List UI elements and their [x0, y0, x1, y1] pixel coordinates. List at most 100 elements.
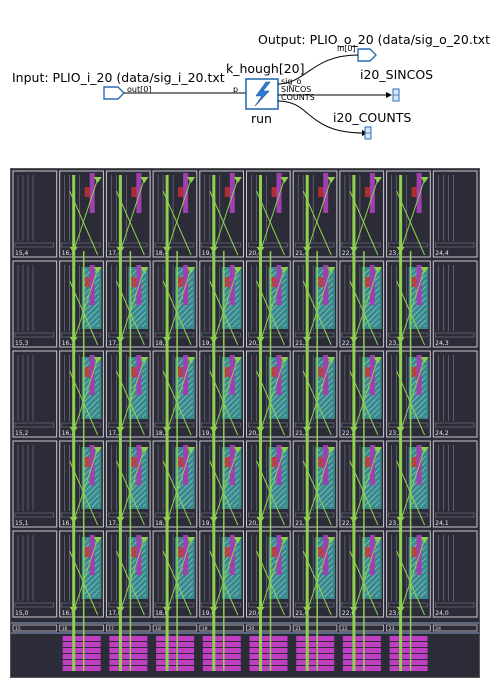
tile-strip	[202, 513, 241, 517]
buffer-block	[230, 173, 235, 213]
aie-array-canvas: 15,416,417,418,419,420,421,422,423,424,4…	[11, 169, 479, 677]
buffer-accent	[131, 187, 136, 197]
plio-block	[109, 642, 147, 647]
buffer-block	[90, 173, 95, 213]
tile-strip	[435, 513, 474, 517]
tile-strip	[342, 603, 381, 607]
tile-strip	[62, 243, 101, 247]
plio-block	[203, 636, 241, 641]
output-label: Output: PLIO_o_20 (data/sig_o_20.txt	[258, 32, 490, 47]
plio-block	[203, 660, 241, 665]
aie-tile[interactable]	[247, 171, 291, 257]
plio-block	[203, 654, 241, 659]
output-plio-port[interactable]	[358, 49, 376, 61]
tile-label: 15,1	[15, 520, 29, 527]
buffer-accent	[178, 547, 183, 557]
buffer-accent	[365, 187, 370, 197]
tile-strip	[389, 243, 428, 247]
net-arrow-icon	[374, 177, 382, 183]
buffer-accent	[318, 277, 323, 287]
buffer-accent	[225, 367, 230, 377]
kernel-name: k_hough[20]	[226, 61, 305, 76]
tile-strip	[295, 603, 334, 607]
aie-tile[interactable]	[293, 171, 337, 257]
tile-strip	[435, 423, 474, 427]
buffer-accent	[225, 187, 230, 197]
tile-strip	[155, 243, 194, 247]
aie-tile[interactable]	[153, 171, 197, 257]
plio-block	[156, 636, 194, 641]
tile-label: 15,2	[15, 430, 29, 437]
buffer-accent	[85, 547, 90, 557]
aie-tile[interactable]	[387, 171, 431, 257]
plio-block	[156, 642, 194, 647]
plio-block	[343, 666, 381, 671]
plio-block	[390, 636, 428, 641]
buffer-accent	[131, 277, 136, 287]
plio-block	[296, 642, 334, 647]
buffer-accent	[131, 457, 136, 467]
output-port-label: in[0]	[337, 45, 356, 53]
tile-strip	[435, 243, 474, 247]
tile-strip	[295, 243, 334, 247]
plio-block	[156, 666, 194, 671]
aie-tile[interactable]	[13, 351, 57, 437]
plio-block	[156, 660, 194, 665]
aie-tile[interactable]	[13, 171, 57, 257]
tile-label: 15,3	[15, 340, 29, 347]
aie-tile[interactable]	[200, 171, 244, 257]
tile-strip	[435, 333, 474, 337]
tile-strip	[249, 243, 288, 247]
tile-strip	[202, 333, 241, 337]
aie-tile[interactable]	[433, 351, 477, 437]
aie-tile[interactable]	[13, 531, 57, 617]
tile-strip	[15, 333, 54, 337]
plio-block	[63, 654, 101, 659]
plio-block	[296, 666, 334, 671]
tile-strip	[62, 333, 101, 337]
buffer-accent	[412, 187, 417, 197]
aie-tile[interactable]	[13, 441, 57, 527]
tile-strip	[249, 603, 288, 607]
buffer-accent	[272, 547, 277, 557]
buffer-accent	[365, 367, 370, 377]
plio-block	[343, 648, 381, 653]
aie-tile[interactable]	[13, 261, 57, 347]
shim-label: 23	[389, 626, 395, 632]
aie-tile[interactable]	[433, 441, 477, 527]
aie-tile[interactable]	[433, 171, 477, 257]
sincos-arrow-icon	[386, 92, 392, 98]
aie-tile[interactable]	[106, 171, 150, 257]
net-arrow-icon	[94, 177, 102, 183]
counts-buffer-label: i20_COUNTS	[333, 110, 411, 125]
tile-label: 24,2	[435, 430, 449, 437]
input-port-label: out[0]	[127, 86, 151, 94]
tile-strip	[108, 243, 147, 247]
buffer-accent	[318, 457, 323, 467]
kernel-port-counts: COUNTS	[281, 94, 315, 102]
buffer-accent	[318, 367, 323, 377]
shim-label: 17	[108, 626, 114, 632]
aie-tile[interactable]	[433, 531, 477, 617]
tile-strip	[108, 513, 147, 517]
buffer-block	[277, 173, 282, 213]
aie-tile[interactable]	[340, 171, 384, 257]
shim-label: 19	[202, 626, 208, 632]
plio-block	[156, 654, 194, 659]
buffer-accent	[272, 457, 277, 467]
plio-block	[296, 654, 334, 659]
input-plio-port[interactable]	[104, 87, 124, 99]
tile-label: 15,0	[15, 610, 29, 617]
aie-tile[interactable]	[60, 171, 104, 257]
tile-strip	[155, 603, 194, 607]
aie-tile[interactable]	[433, 261, 477, 347]
sincos-buffer-label: i20_SINCOS	[360, 67, 433, 82]
plio-block	[63, 642, 101, 647]
plio-block	[250, 636, 288, 641]
buffer-block	[183, 173, 188, 213]
plio-block	[390, 654, 428, 659]
plio-block	[390, 660, 428, 665]
buffer-accent	[272, 187, 277, 197]
plio-block	[109, 636, 147, 641]
tile-strip	[342, 423, 381, 427]
